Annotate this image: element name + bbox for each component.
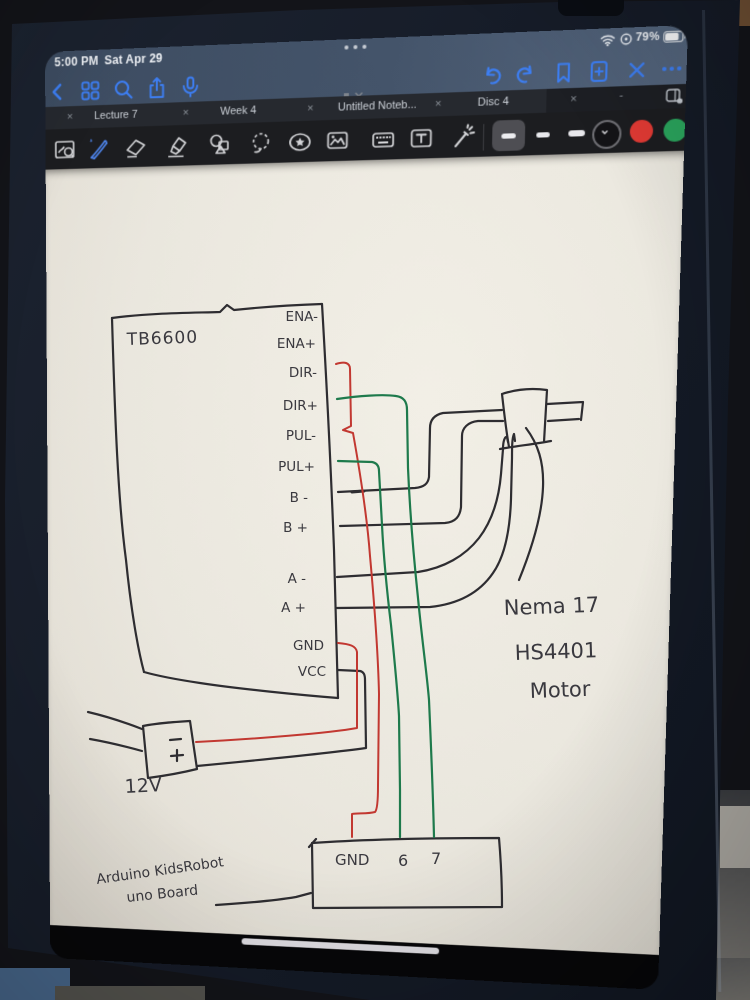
minimize-button[interactable]: - — [619, 89, 624, 102]
share-icon[interactable] — [145, 76, 168, 101]
stroke-size-large[interactable] — [568, 129, 586, 137]
note-canvas[interactable] — [45, 150, 685, 955]
redo-icon[interactable] — [514, 61, 539, 87]
background-surface — [55, 986, 205, 1000]
tab-close-button[interactable]: × — [570, 93, 578, 106]
tab-close-button[interactable]: × — [182, 106, 189, 120]
split-view-icon[interactable] — [665, 88, 684, 104]
text-tool-icon[interactable] — [408, 125, 435, 152]
keyboard-tool-icon[interactable] — [370, 126, 396, 153]
tab-close-button[interactable]: × — [66, 111, 73, 124]
shapes-tool-icon[interactable] — [208, 131, 233, 158]
highlighter-tool-icon[interactable] — [165, 133, 190, 160]
tab-close-button[interactable]: × — [307, 102, 314, 115]
background-surface — [720, 806, 750, 868]
status-date: Sat Apr 29 — [104, 51, 163, 68]
pen-tool-icon[interactable] — [86, 135, 111, 161]
photo-tool-icon[interactable] — [324, 127, 350, 154]
battery-percent: 79% — [635, 30, 660, 44]
stroke-size-medium[interactable] — [536, 132, 550, 138]
eraser-tool-icon[interactable] — [124, 134, 149, 160]
bookmark-icon[interactable] — [551, 60, 577, 86]
search-icon[interactable] — [112, 77, 135, 102]
wifi-icon — [600, 33, 616, 46]
microphone-icon[interactable] — [179, 74, 202, 99]
laser-pointer-tool-icon[interactable] — [450, 123, 477, 150]
add-page-icon[interactable] — [586, 58, 612, 84]
tab-untitled-notebook[interactable]: Untitled Noteb... — [337, 98, 417, 114]
lasso-tool-icon[interactable] — [248, 130, 274, 157]
rotation-lock-icon — [620, 33, 633, 46]
stickers-tool-icon[interactable] — [287, 129, 313, 156]
tab-week-4[interactable]: Week 4 — [220, 104, 257, 118]
tab-close-button[interactable]: × — [434, 97, 442, 111]
stroke-size-small[interactable] — [491, 119, 526, 152]
ipad-screen: 5:00 PM Sat Apr 29 79% — [45, 24, 689, 990]
undo-icon[interactable] — [479, 63, 504, 89]
tab-lecture-7[interactable]: Lecture 7 — [94, 108, 138, 123]
grid-icon[interactable] — [79, 78, 102, 103]
tab-disc-4[interactable]: Disc 4 — [477, 95, 509, 109]
multitask-dots-icon[interactable] — [342, 44, 368, 51]
status-time: 5:00 PM — [54, 53, 99, 70]
close-icon[interactable] — [624, 57, 650, 83]
page-zoom-tool-icon[interactable] — [53, 136, 77, 162]
back-icon[interactable] — [47, 80, 70, 104]
battery-icon — [663, 30, 687, 43]
more-icon[interactable] — [659, 56, 685, 82]
camera-notch — [558, 0, 624, 16]
